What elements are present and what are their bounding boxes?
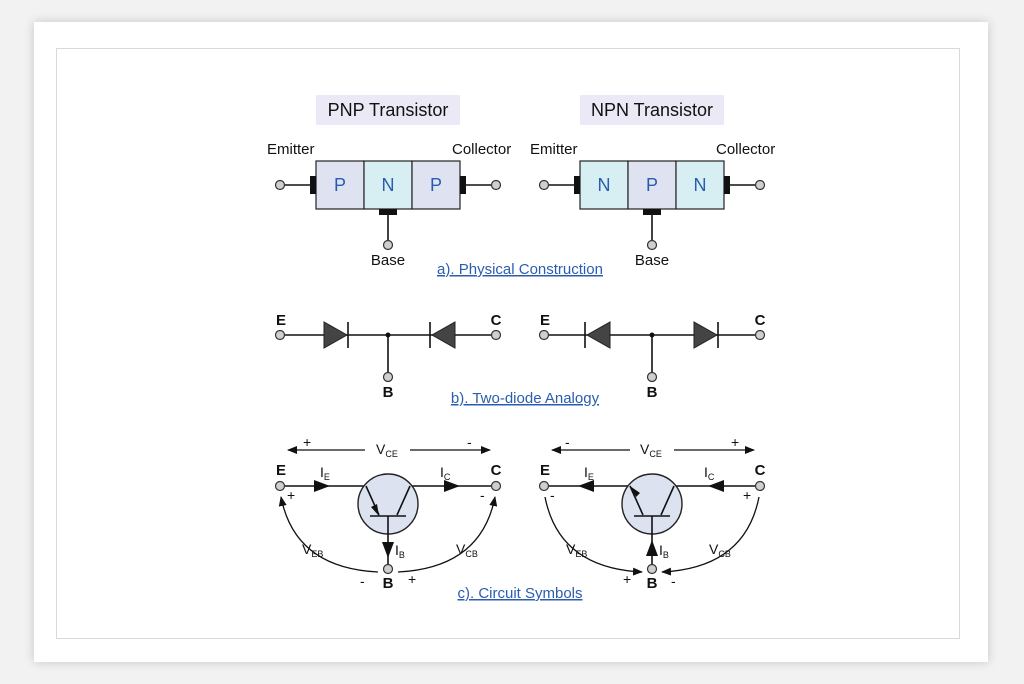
pnp-e-plus: + bbox=[287, 487, 295, 503]
npn-vce-label: VCE bbox=[640, 441, 662, 459]
npn-diode-e-terminal bbox=[538, 329, 550, 341]
pnp-title: PNP Transistor bbox=[328, 100, 449, 120]
npn-emitter-contact bbox=[574, 176, 580, 194]
caption-circuit-symbols[interactable]: c). Circuit Symbols bbox=[457, 585, 582, 602]
npn-collector-label: Collector bbox=[716, 141, 775, 158]
pnp-layer-3-label: P bbox=[430, 175, 442, 195]
npn-ib-label: IB bbox=[659, 542, 669, 560]
npn-construction: NPN Transistor Emitter Collector N P N B… bbox=[530, 95, 775, 269]
pnp-collector-label: Collector bbox=[452, 141, 511, 158]
npn-symbol-b-label: B bbox=[647, 575, 658, 592]
pnp-vcb-label: VCB bbox=[456, 541, 478, 559]
pnp-base-label: Base bbox=[371, 252, 405, 269]
pnp-collector-terminal bbox=[490, 179, 502, 191]
npn-emitter-label: Emitter bbox=[530, 141, 578, 158]
npn-circuit-symbol: - + VCE E C IE IC IB B - + + - VEB VCB bbox=[538, 434, 766, 592]
npn-title: NPN Transistor bbox=[591, 100, 713, 120]
npn-diode-2 bbox=[693, 321, 719, 349]
pnp-circuit-symbol: + - VCE E C IE IC IB B + - - + bbox=[274, 434, 502, 592]
npn-symbol-e-label: E bbox=[540, 462, 550, 479]
npn-b-minus: - bbox=[671, 573, 676, 589]
pnp-layer-2-label: N bbox=[382, 175, 395, 195]
pnp-veb-label: VEB bbox=[302, 541, 323, 559]
pnp-diode-c-label: C bbox=[491, 312, 502, 329]
pnp-symbol-c-terminal bbox=[490, 480, 502, 492]
pnp-base-terminal bbox=[382, 239, 394, 251]
npn-collector-terminal bbox=[754, 179, 766, 191]
pnp-title-box bbox=[316, 95, 460, 125]
npn-symbol-b-terminal bbox=[646, 563, 658, 575]
npn-diode-analogy: E C B bbox=[538, 312, 766, 401]
pnp-b-plus: + bbox=[408, 571, 416, 587]
pnp-emitter-terminal bbox=[274, 179, 286, 191]
npn-layer-3-label: N bbox=[694, 175, 707, 195]
pnp-symbol-c-label: C bbox=[491, 462, 502, 479]
pnp-diode-c-terminal bbox=[490, 329, 502, 341]
npn-vce-minus: - bbox=[565, 434, 570, 450]
npn-vce-plus: + bbox=[731, 434, 739, 450]
npn-layer-3 bbox=[675, 160, 725, 210]
pnp-symbol-b-label: B bbox=[383, 575, 394, 592]
pnp-emitter-contact bbox=[310, 176, 316, 194]
npn-base-label: Base bbox=[635, 252, 669, 269]
npn-base-terminal bbox=[646, 239, 658, 251]
npn-veb-label: VEB bbox=[566, 541, 587, 559]
npn-vcb-label: VCB bbox=[709, 541, 731, 559]
pnp-collector-contact bbox=[460, 176, 466, 194]
caption-physical-construction[interactable]: a). Physical Construction bbox=[437, 261, 603, 278]
npn-symbol-c-terminal bbox=[754, 480, 766, 492]
npn-layer-1 bbox=[579, 160, 629, 210]
pnp-c-minus: - bbox=[480, 487, 485, 503]
pnp-symbol-e-terminal bbox=[274, 480, 286, 492]
pnp-vce-label: VCE bbox=[376, 441, 398, 459]
npn-diode-1 bbox=[585, 321, 611, 349]
pnp-emitter-label: Emitter bbox=[267, 141, 315, 158]
pnp-diode-b-terminal bbox=[382, 371, 394, 383]
npn-c-plus: + bbox=[743, 487, 751, 503]
pnp-layer-1-label: P bbox=[334, 175, 346, 195]
npn-b-plus: + bbox=[623, 571, 631, 587]
npn-diode-c-label: C bbox=[755, 312, 766, 329]
caption-two-diode-analogy[interactable]: b). Two-diode Analogy bbox=[451, 390, 600, 407]
npn-diode-b-terminal bbox=[646, 371, 658, 383]
pnp-diode-e-label: E bbox=[276, 312, 286, 329]
pnp-layer-2 bbox=[363, 160, 413, 210]
pnp-ie-label: IE bbox=[320, 464, 330, 482]
pnp-ib-label: IB bbox=[395, 542, 405, 560]
npn-diode-e-label: E bbox=[540, 312, 550, 329]
pnp-base-contact bbox=[379, 209, 397, 215]
pnp-symbol-b-terminal bbox=[382, 563, 394, 575]
pnp-diode-1 bbox=[323, 321, 349, 349]
npn-layer-2 bbox=[627, 160, 677, 210]
pnp-construction: PNP Transistor Emitter Collector P N P B… bbox=[267, 95, 511, 269]
npn-e-minus: - bbox=[550, 487, 555, 503]
npn-ie-label: IE bbox=[584, 464, 594, 482]
npn-title-box bbox=[580, 95, 724, 125]
npn-layer-2-label: P bbox=[646, 175, 658, 195]
pnp-vce-minus: - bbox=[467, 434, 472, 450]
npn-emitter-terminal bbox=[538, 179, 550, 191]
pnp-diode-b-label: B bbox=[383, 384, 394, 401]
pnp-diode-analogy: E C B bbox=[274, 312, 502, 401]
npn-symbol-e-terminal bbox=[538, 480, 550, 492]
pnp-diode-2 bbox=[430, 321, 456, 349]
npn-symbol-c-label: C bbox=[755, 462, 766, 479]
npn-diode-b-label: B bbox=[647, 384, 658, 401]
npn-diode-c-terminal bbox=[754, 329, 766, 341]
diagram-frame bbox=[56, 48, 960, 639]
npn-collector-contact bbox=[724, 176, 730, 194]
pnp-diode-e-terminal bbox=[274, 329, 286, 341]
pnp-b-minus: - bbox=[360, 573, 365, 589]
page-card bbox=[34, 22, 988, 662]
pnp-symbol-e-label: E bbox=[276, 462, 286, 479]
npn-base-contact bbox=[643, 209, 661, 215]
npn-ic-label: IC bbox=[704, 464, 715, 482]
pnp-ic-label: IC bbox=[440, 464, 451, 482]
pnp-vce-plus: + bbox=[303, 434, 311, 450]
npn-layer-1-label: N bbox=[598, 175, 611, 195]
